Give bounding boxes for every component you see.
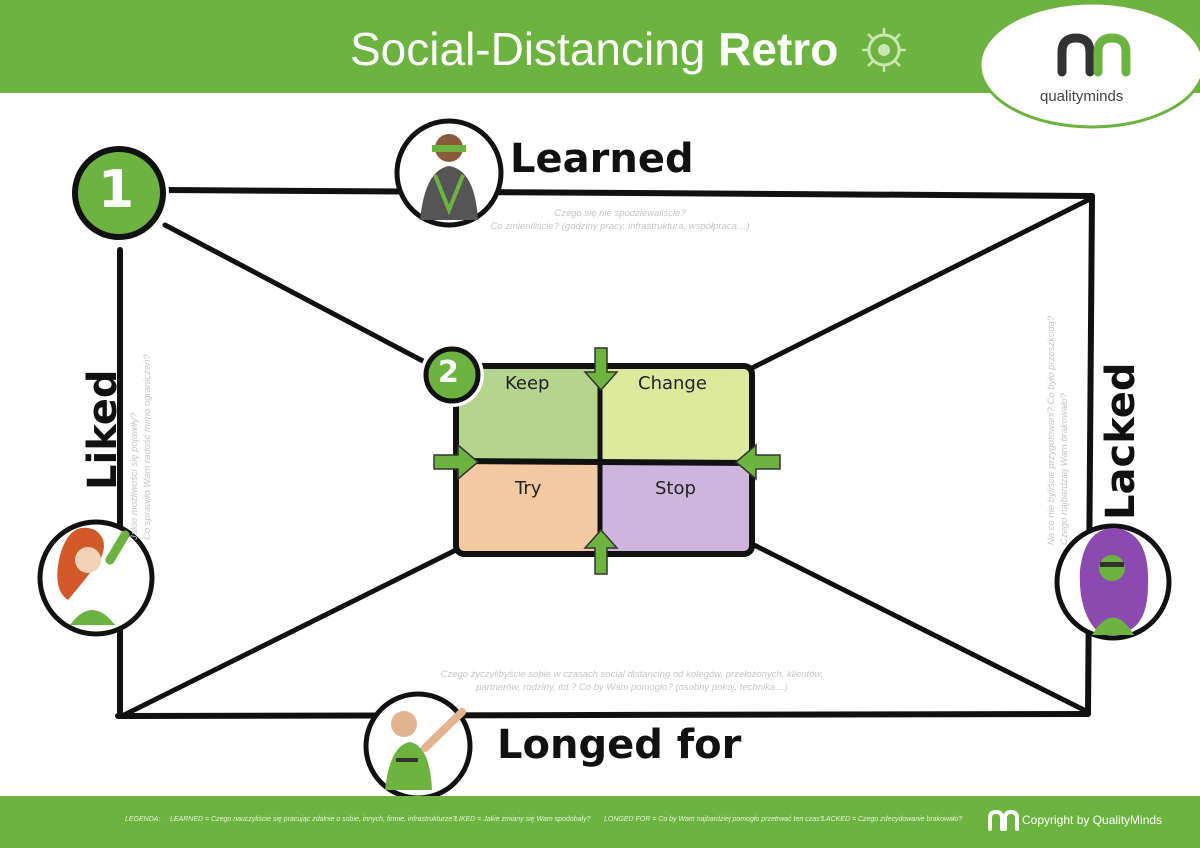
hint-lacked-line-2: Czego najbardziej Wam brakowało? (1058, 316, 1071, 545)
quadrant-box (456, 366, 752, 554)
hint-learned-line-2: Co zmieniliście? (godziny pracy, infrast… (480, 220, 760, 233)
quadrant-label-try: Try (515, 478, 541, 499)
step-number-1: 1 (98, 160, 134, 220)
legend-longed-for: LONGED FOR = Co by Wam najbardziej pomog… (604, 816, 824, 823)
hint-lacked: Na co nie byliście przygotowani? Co było… (1045, 316, 1071, 545)
hint-longed-for-line-1: Czego życzylibyście sobie w czasach soci… (412, 668, 852, 681)
quadrant-label-change: Change (638, 373, 707, 394)
avatar-longed-for (366, 694, 470, 798)
section-label-liked: Liked (80, 370, 126, 491)
quadrant-label-keep: Keep (505, 373, 549, 394)
section-label-longed-for: Longed for (497, 722, 741, 768)
copyright-text: Copyright by QualityMinds (1022, 813, 1162, 827)
hint-longed-for: Czego życzylibyście sobie w czasach soci… (412, 668, 852, 694)
quadrant-stop-fill (601, 461, 751, 553)
quadrant-try-fill (456, 461, 601, 553)
hint-liked-line-2: Co sprawiło Wam radość mimo ograniczeń? (141, 354, 154, 540)
section-label-lacked: Lacked (1098, 363, 1144, 520)
step-number-2: 2 (438, 355, 459, 390)
section-label-learned: Learned (510, 136, 694, 182)
legend-title: LEGENDA: (125, 816, 160, 823)
hint-lacked-line-1: Na co nie byliście przygotowani? Co było… (1045, 316, 1058, 545)
hint-liked-line-1: Jakie możliwości się pojawiły? (128, 354, 141, 540)
qualityminds-logo (980, 3, 1200, 127)
legend-liked: LIKED = Jakie zmiany się Wam spodobały? (455, 816, 590, 823)
hint-learned: Czego się nie spodziewaliście? Co zmieni… (480, 207, 760, 233)
avatar-lacked (1057, 526, 1169, 638)
logo-text: qualityminds (1040, 88, 1123, 105)
quadrant-label-stop: Stop (655, 478, 696, 499)
legend-lacked: LACKED = Czego zdecydowanie brakowało? (822, 816, 962, 823)
hint-liked: Jakie możliwości się pojawiły? Co sprawi… (128, 354, 154, 540)
hint-learned-line-1: Czego się nie spodziewaliście? (480, 207, 760, 220)
legend-learned: LEARNED = Czego nauczyliście się pracują… (170, 816, 456, 823)
virus-icon (862, 28, 906, 72)
hint-longed-for-line-2: partnerów, rodziny, itd.? Co by Wam pomo… (412, 681, 852, 694)
